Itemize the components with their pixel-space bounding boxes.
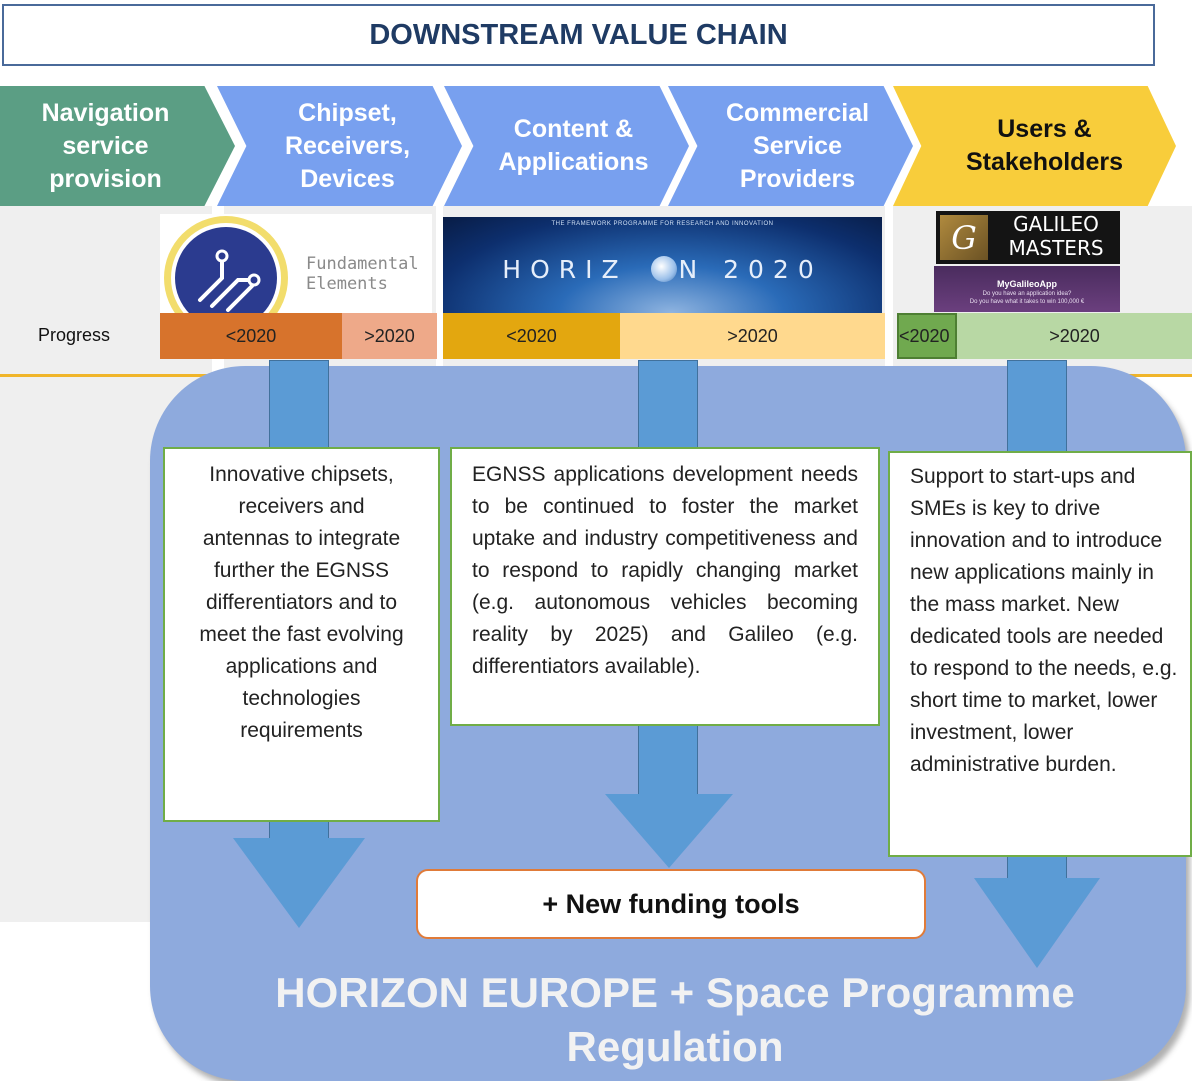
chain-step-label: Chipset, Receivers, Devices bbox=[284, 98, 411, 193]
progress-segment-label: <2020 bbox=[506, 325, 557, 346]
fundamental-elements-logo: Fundamental Elements bbox=[160, 214, 432, 314]
horizon-europe-title: HORIZON EUROPE + Space Programme Regulat… bbox=[275, 969, 1075, 1070]
mygalileoapp-title: MyGalileoApp bbox=[996, 279, 1057, 289]
chain-step-navigation: Navigation service provision bbox=[0, 86, 235, 206]
chipsets-text-box: Innovative chipsets, receivers and anten… bbox=[163, 447, 440, 822]
chain-step-commercial: Commercial Service Providers bbox=[668, 86, 913, 206]
mygalileoapp-subtitle: Do you have what it takes to win 100,000… bbox=[969, 299, 1085, 305]
horizon-2020-logo: THE FRAMEWORK PROGRAMME FOR RESEARCH AND… bbox=[443, 217, 882, 313]
down-arrow-head bbox=[233, 838, 365, 928]
progress-segment-label: <2020 bbox=[225, 325, 277, 346]
startups-text-box: Support to start-ups and SMEs is key to … bbox=[888, 451, 1192, 857]
galileo-masters-emblem: G bbox=[940, 215, 988, 260]
progress-label: Progress bbox=[38, 325, 111, 345]
progress-segment-label: >2020 bbox=[364, 325, 415, 346]
down-arrow-head bbox=[974, 878, 1100, 968]
progress-segment: >2020 bbox=[620, 313, 885, 359]
fundamental-elements-icon bbox=[164, 216, 288, 314]
progress-segment: <2020 bbox=[160, 313, 342, 359]
globe-icon bbox=[651, 256, 677, 282]
progress-segment-label: >2020 bbox=[727, 325, 778, 346]
chain-step-chipset: Chipset, Receivers, Devices bbox=[217, 86, 462, 206]
chain-step-label: Navigation service provision bbox=[41, 98, 170, 193]
horizon-2020-title: HORIZ N 2020 bbox=[502, 255, 823, 284]
galileo-masters-text: GALILEO bbox=[1013, 212, 1099, 236]
chain-step-label: Users & Stakeholders bbox=[965, 115, 1123, 176]
fundamental-elements-text: Elements bbox=[306, 274, 388, 294]
galileo-masters-logo: G GALILEO MASTERS bbox=[936, 211, 1120, 264]
chain-step-content: Content & Applications bbox=[444, 86, 689, 206]
progress-segment: <2020 bbox=[897, 313, 957, 359]
progress-segment-label: <2020 bbox=[899, 325, 950, 346]
down-arrow-head bbox=[605, 794, 733, 868]
progress-segment: >2020 bbox=[957, 313, 1192, 359]
mygalileoapp-logo: MyGalileoApp Do you have an application … bbox=[934, 266, 1120, 312]
progress-segment-label: >2020 bbox=[1049, 325, 1100, 346]
progress-segment: <2020 bbox=[443, 313, 620, 359]
galileo-masters-mark: G bbox=[951, 218, 977, 257]
funding-tools-label: + New funding tools bbox=[542, 888, 800, 919]
mygalileoapp-subtitle: Do you have an application idea? bbox=[982, 291, 1072, 297]
fundamental-elements-text: Fundamental bbox=[306, 254, 419, 274]
chain-step-users: Users & Stakeholders bbox=[893, 86, 1176, 206]
funding-tools-box: + New funding tools bbox=[416, 869, 926, 939]
progress-segment: >2020 bbox=[342, 313, 437, 359]
chain-step-label: Content & Applications bbox=[498, 115, 649, 176]
chain-step-label: Commercial Service Providers bbox=[725, 98, 870, 193]
applications-text-box: EGNSS applications development needs to … bbox=[450, 447, 880, 726]
page-title: DOWNSTREAM VALUE CHAIN bbox=[369, 18, 788, 51]
title-box: DOWNSTREAM VALUE CHAIN bbox=[2, 4, 1155, 66]
galileo-masters-text: MASTERS bbox=[1008, 236, 1104, 260]
horizon-2020-tagline: THE FRAMEWORK PROGRAMME FOR RESEARCH AND… bbox=[551, 221, 774, 227]
